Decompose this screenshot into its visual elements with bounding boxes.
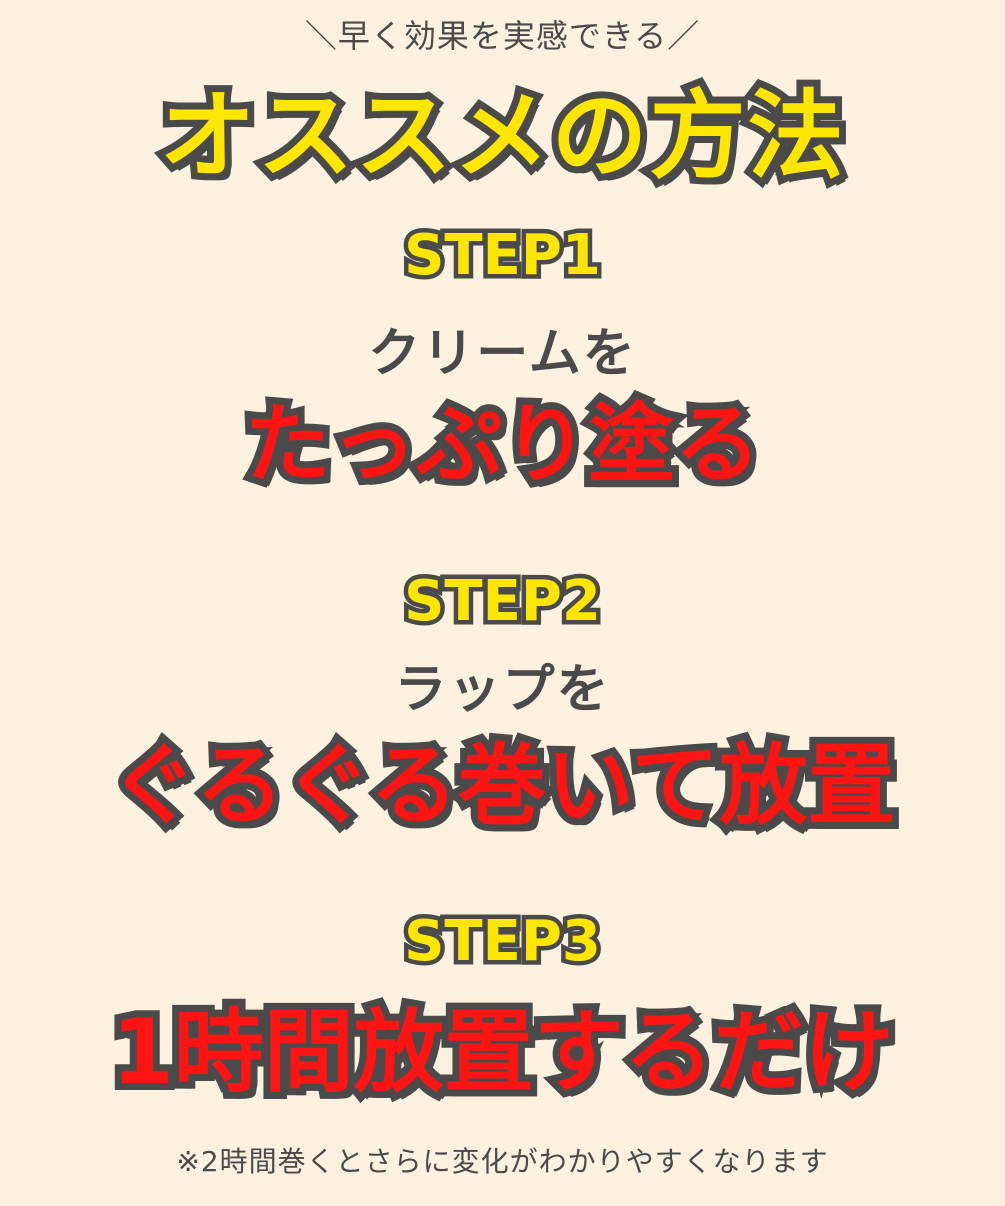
step1-sub-text: クリームを bbox=[368, 324, 637, 384]
step2-label: STEP2 bbox=[400, 569, 606, 634]
step2-main-text: ぐるぐる巻いて放置 bbox=[103, 734, 903, 837]
tagline: ＼早く効果を実感できる／ bbox=[304, 17, 701, 55]
step3-main-text: 1時間放置するだけ bbox=[104, 1000, 901, 1105]
step3-label: STEP3 bbox=[400, 909, 606, 974]
step1-label: STEP1 bbox=[400, 223, 606, 288]
step2-sub-text: ラップを bbox=[394, 660, 611, 720]
page-title: オススメの方法 bbox=[153, 80, 851, 192]
footnote: ※2時間巻くとさらに変化がわかりやすくなります bbox=[176, 1145, 829, 1178]
step1-main-text: たっぷり塗る bbox=[238, 395, 768, 495]
